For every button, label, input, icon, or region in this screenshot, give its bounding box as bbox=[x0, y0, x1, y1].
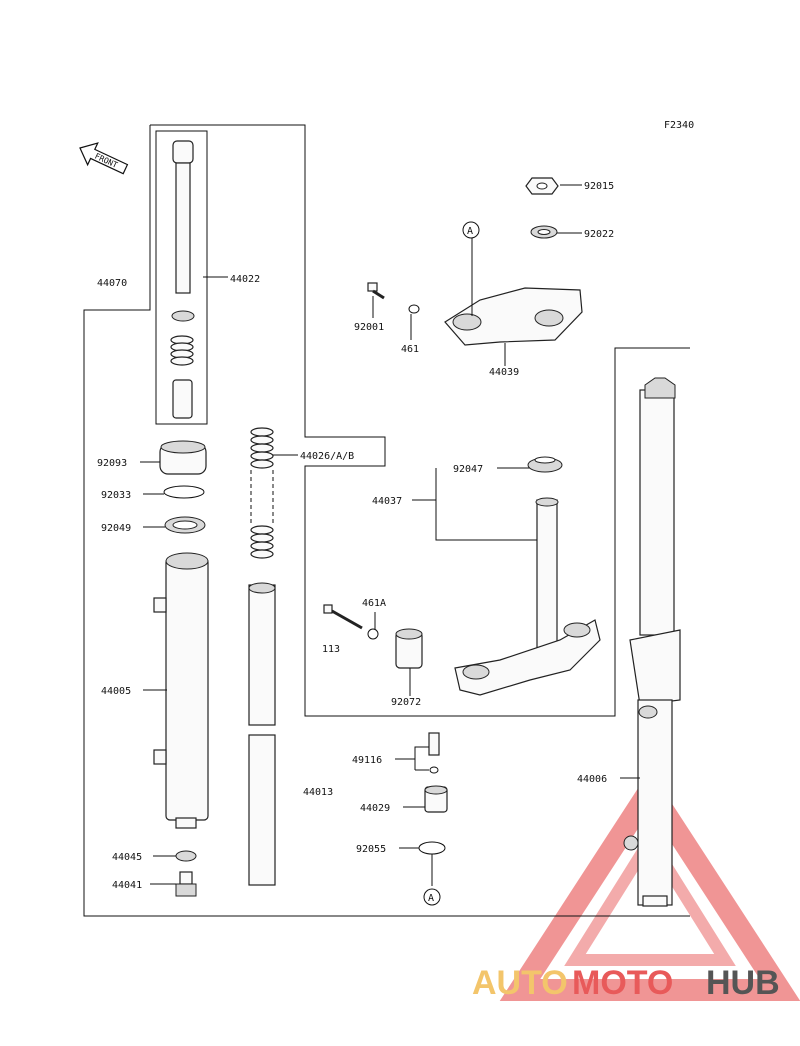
assembly-bracket-left bbox=[83, 125, 690, 917]
upper-bracket-part bbox=[444, 287, 583, 346]
watermark-logo bbox=[499, 769, 800, 1001]
label-44045: 44045 bbox=[112, 852, 142, 863]
o-ring-part bbox=[418, 841, 446, 855]
label-44013: 44013 bbox=[303, 787, 333, 798]
label-92022: 92022 bbox=[584, 229, 614, 240]
lock-washer-461a bbox=[367, 628, 379, 640]
label-113: 113 bbox=[322, 644, 340, 655]
callout-a-top: A bbox=[462, 221, 480, 239]
drain-bolt-part bbox=[175, 871, 197, 897]
watermark-text-auto: AUTO bbox=[472, 964, 568, 1002]
callout-a-bottom-label: A bbox=[428, 893, 434, 904]
stem-nut-part bbox=[525, 177, 559, 195]
label-92072: 92072 bbox=[391, 697, 421, 708]
label-92033: 92033 bbox=[101, 490, 131, 501]
dust-seal-part bbox=[159, 440, 207, 475]
fork-assembly-right-part bbox=[623, 377, 681, 907]
label-44005: 44005 bbox=[101, 686, 131, 697]
label-44026: 44026/A/B bbox=[300, 451, 354, 462]
outer-tube-left-part bbox=[153, 552, 209, 829]
fork-spring-part bbox=[250, 427, 274, 559]
lock-washer-461 bbox=[408, 304, 420, 314]
label-49116: 49116 bbox=[352, 755, 382, 766]
figure-code: F2340 bbox=[664, 120, 694, 131]
clamp-bolt-92001 bbox=[367, 282, 385, 300]
label-44029: 44029 bbox=[360, 803, 390, 814]
label-461a: 461A bbox=[362, 598, 386, 609]
top-plug-part bbox=[424, 785, 448, 813]
leader-lines bbox=[140, 184, 640, 886]
callout-a-bottom: A bbox=[423, 888, 441, 906]
label-44039: 44039 bbox=[489, 367, 519, 378]
label-92001: 92001 bbox=[354, 322, 384, 333]
label-92047: 92047 bbox=[453, 464, 483, 475]
bearing-seal-92047 bbox=[527, 456, 563, 473]
air-valve-part bbox=[428, 732, 440, 774]
label-92093: 92093 bbox=[97, 458, 127, 469]
assembly-bracket-right bbox=[150, 124, 690, 717]
front-direction-arrow: FRONT bbox=[79, 142, 129, 175]
label-44022: 44022 bbox=[230, 274, 260, 285]
steering-stem-part bbox=[454, 497, 601, 696]
watermark-text-moto: MOTO bbox=[572, 964, 673, 1002]
watermark-text: AUTO MOTO HUB bbox=[472, 964, 780, 1002]
damper-rod-part bbox=[170, 140, 195, 419]
label-92049: 92049 bbox=[101, 523, 131, 534]
label-44006: 44006 bbox=[577, 774, 607, 785]
label-44041: 44041 bbox=[112, 880, 142, 891]
label-92015: 92015 bbox=[584, 181, 614, 192]
label-92055: 92055 bbox=[356, 844, 386, 855]
stem-washer-part bbox=[530, 225, 558, 239]
oil-seal-part bbox=[164, 516, 206, 534]
label-44037: 44037 bbox=[372, 496, 402, 507]
washer-part bbox=[175, 850, 197, 862]
clamp-bolt-113 bbox=[323, 604, 363, 630]
watermark-text-hub: HUB bbox=[706, 964, 780, 1002]
callout-a-top-label: A bbox=[467, 226, 473, 237]
retaining-ring-part bbox=[163, 485, 205, 499]
label-44070: 44070 bbox=[97, 278, 127, 289]
inner-tube-part bbox=[248, 582, 276, 886]
label-461: 461 bbox=[401, 344, 419, 355]
clamp-92072 bbox=[395, 628, 423, 669]
